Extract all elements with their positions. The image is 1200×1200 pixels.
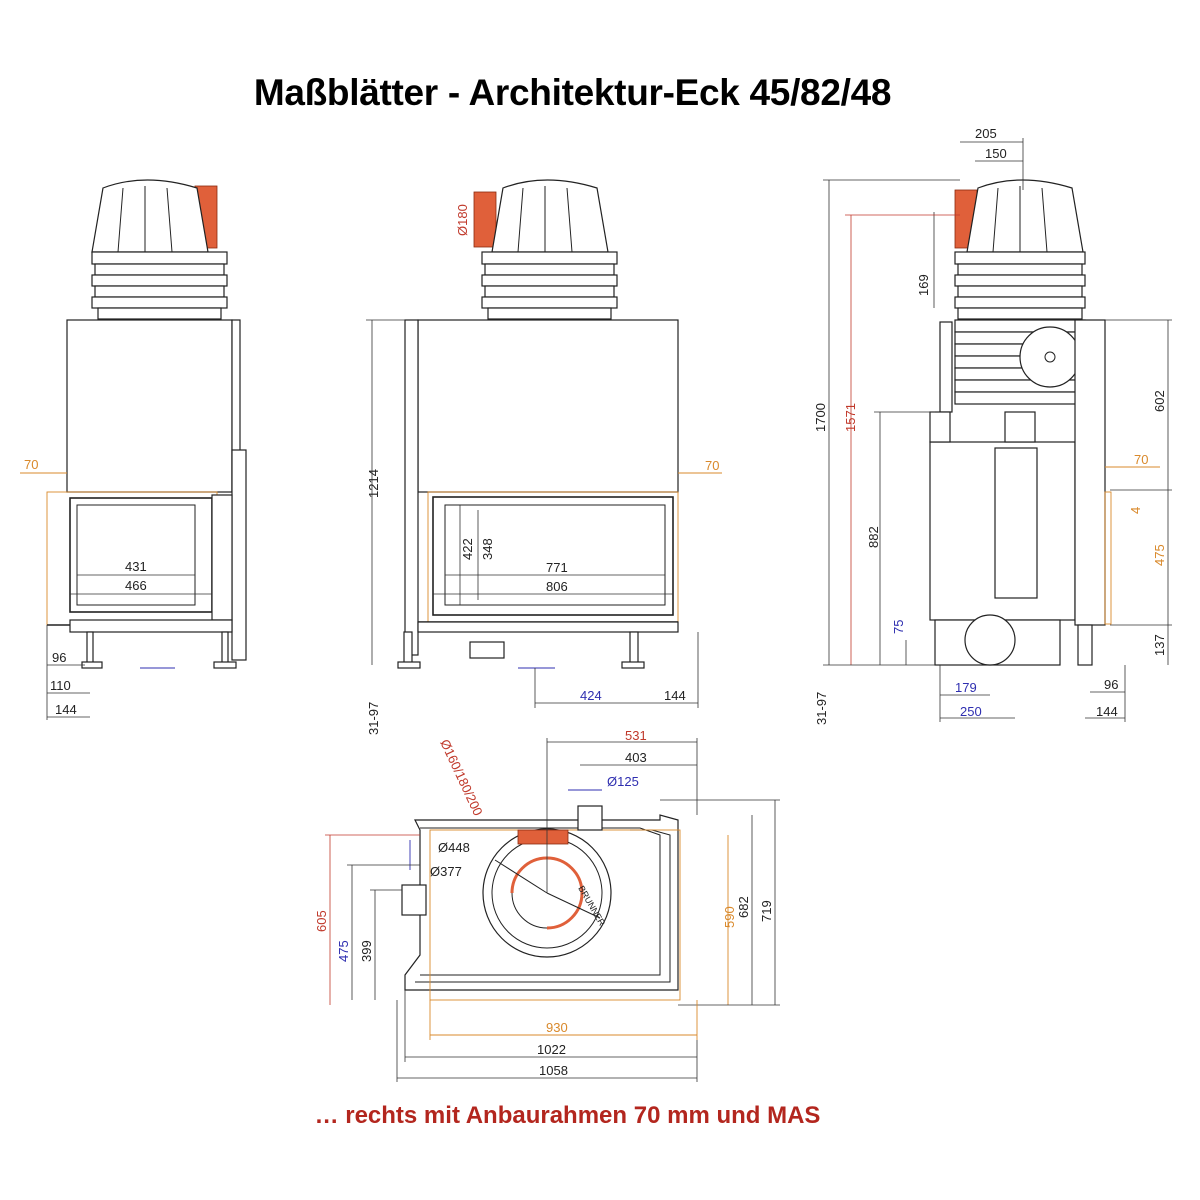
plan-h-605: 605 bbox=[314, 910, 329, 932]
plan-d-448: Ø448 bbox=[438, 840, 470, 855]
plan-d-125: Ø125 bbox=[607, 774, 639, 789]
side-feet-range: 31-97 bbox=[366, 702, 381, 735]
right-w-250: 250 bbox=[960, 704, 982, 719]
side-stove-body bbox=[417, 319, 679, 493]
plan-w-531: 531 bbox=[625, 728, 647, 743]
right-h-602: 602 bbox=[1152, 390, 1167, 412]
front-glass bbox=[69, 497, 213, 613]
page-title: Maßblätter - Architektur-Eck 45/82/48 bbox=[253, 72, 892, 113]
right-h-169: 169 bbox=[916, 274, 931, 296]
plan-w-930: 930 bbox=[546, 1020, 568, 1035]
front-view: 70 431 466 96 110 144 bbox=[20, 179, 247, 720]
plan-h-399: 399 bbox=[359, 940, 374, 962]
plan-h-682: 682 bbox=[736, 896, 751, 918]
plan-h-719: 719 bbox=[759, 900, 774, 922]
front-foot-right bbox=[221, 631, 229, 665]
side-offset-144: 144 bbox=[664, 688, 686, 703]
right-w-96: 96 bbox=[1104, 677, 1118, 692]
right-h-75: 75 bbox=[891, 620, 906, 634]
plan-w-403: 403 bbox=[625, 750, 647, 765]
side-glass bbox=[432, 496, 674, 616]
side-foot-right bbox=[629, 631, 639, 665]
side-height-1214: 1214 bbox=[366, 469, 381, 498]
right-h-882: 882 bbox=[866, 526, 881, 548]
plan-w-1022: 1022 bbox=[537, 1042, 566, 1057]
side-flue-assembly bbox=[473, 179, 618, 320]
plan-air-valve bbox=[577, 805, 603, 831]
side-flue-collar bbox=[473, 191, 497, 248]
right-feet-range: 31-97 bbox=[814, 692, 829, 725]
right-air-intake bbox=[964, 614, 1016, 666]
front-foot-144: 144 bbox=[55, 702, 77, 717]
side-foot-left bbox=[403, 631, 413, 665]
footer-note: … rechts mit Anbaurahmen 70 mm und MAS bbox=[314, 1102, 821, 1129]
side-offset-424: 424 bbox=[580, 688, 602, 703]
plan-h-475: 475 bbox=[336, 940, 351, 962]
plan-flue-collar bbox=[517, 829, 569, 845]
right-h-1571: 1571 bbox=[843, 403, 858, 432]
front-inner-width: 431 bbox=[125, 559, 147, 574]
front-outer-width: 466 bbox=[125, 578, 147, 593]
side-outer-width: 806 bbox=[546, 579, 568, 594]
plan-view: BRUNNER Ø160/180/200 531 403 Ø125 Ø448 Ø… bbox=[314, 728, 780, 1082]
right-h-475: 475 bbox=[1152, 544, 1167, 566]
right-view: 205 150 169 1700 1571 882 75 31-97 602 7… bbox=[813, 126, 1172, 725]
side-frame-dim: 70 bbox=[705, 458, 719, 473]
front-flue-assembly bbox=[91, 179, 228, 320]
right-top-205: 205 bbox=[975, 126, 997, 141]
plan-control-box bbox=[401, 884, 427, 916]
front-foot-110: 110 bbox=[50, 678, 71, 693]
front-stove-body bbox=[66, 319, 233, 493]
right-fan-motor bbox=[1019, 326, 1081, 388]
plan-h-590: 590 bbox=[722, 906, 737, 928]
right-frame-dim: 70 bbox=[1134, 452, 1148, 467]
right-h-4: 4 bbox=[1128, 507, 1143, 514]
side-view: Ø180 1214 422 348 771 806 70 424 144 31 bbox=[366, 179, 722, 735]
right-h-137: 137 bbox=[1152, 634, 1167, 656]
front-foot-96: 96 bbox=[52, 650, 66, 665]
right-w-179: 179 bbox=[955, 680, 977, 695]
plan-d-377: Ø377 bbox=[430, 864, 462, 879]
right-h-1700: 1700 bbox=[813, 403, 828, 432]
side-flue-diameter: Ø180 bbox=[455, 204, 470, 236]
right-top-150: 150 bbox=[985, 146, 1007, 161]
plan-w-1058: 1058 bbox=[539, 1063, 568, 1078]
side-glass-348: 348 bbox=[480, 538, 495, 560]
right-w-144: 144 bbox=[1096, 704, 1118, 719]
front-frame-dim: 70 bbox=[24, 457, 38, 472]
front-foot-left bbox=[86, 631, 94, 665]
right-frame bbox=[1104, 491, 1112, 625]
side-inner-width: 771 bbox=[546, 560, 568, 575]
side-glass-422: 422 bbox=[460, 538, 475, 560]
plan-flue-options: Ø160/180/200 bbox=[437, 737, 485, 818]
